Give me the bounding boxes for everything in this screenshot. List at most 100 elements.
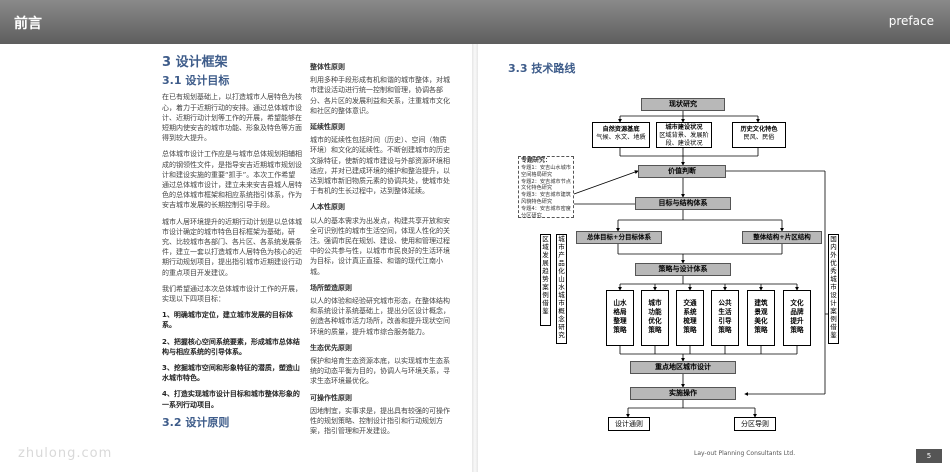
side-note-char: 水: [558, 283, 565, 291]
side-note-char: 城: [830, 275, 837, 283]
flow-node-history: 历史文化特色 民风、民俗: [732, 122, 786, 148]
side-note-char: 例: [830, 315, 837, 323]
principle-text: 以人的体验和经验研究城市形态，在整体结构和系统设计系统基础上，提出分区设计概念，…: [310, 297, 450, 336]
goal-para-3: 城市人居环境提升的近期行动计划是以总体城市设计确定的城市特色目标框架为基础，研究…: [162, 217, 302, 277]
flowchart-connectors: [573, 110, 828, 418]
watermark: zhulong.com: [18, 446, 113, 461]
strategy-box: 山水格局整理策略: [606, 290, 634, 346]
side-note-char: 产: [558, 251, 565, 259]
footer: Lay-out Planning Consultants Ltd. 5: [0, 442, 950, 472]
side-note-concept: 城 市 产 品 化 山 水 城 市 概 念 研 究: [556, 234, 567, 344]
flow-node-goal-system: 总体目标+分目标体系: [576, 231, 662, 244]
goal-item-2: 2、把握核心空间系统要素，形成城市总体结构与相应系统的引导体系。: [162, 337, 300, 356]
flow-node-key-area: 重点地区城市设计: [630, 361, 736, 374]
goal-para-4: 我们希望通过本次总体城市设计工作的开展，实现以下四项目标：: [162, 284, 302, 304]
flow-node-natural-sub: 气候、水文、地质: [596, 134, 646, 141]
strategy-box: 交通系统梳理策略: [676, 290, 704, 346]
goal-item-3: 3、挖掘城市空间和形象特征的潜质，塑造山水城市特色。: [162, 364, 300, 383]
side-note-char: 发: [542, 251, 549, 259]
flow-node-general-rules: 设计通则: [608, 417, 650, 431]
side-note-char: 优: [830, 259, 837, 267]
left-column: 3 设计框架 3.1 设计目标 在已有规划基础上，以打造城市人居特色为核心，着力…: [162, 55, 302, 429]
strategy-box: 文化品牌提升策略: [783, 290, 811, 346]
flow-node-natural: 自然资源基底 气候、水文、地质: [592, 122, 650, 148]
side-note-char: 国: [830, 235, 837, 243]
side-note-char: 究: [558, 331, 565, 339]
special-study-item: 专题4：安吉城市密度分区研究: [521, 205, 571, 219]
special-study-item: 专题1：安吉山水城市空间格局研究: [521, 165, 571, 178]
strategy-box: 公共生活引导策略: [711, 290, 739, 346]
side-note-char: 展: [542, 259, 549, 267]
side-note-char: 秀: [830, 267, 837, 275]
section-title-en: preface: [888, 14, 934, 28]
side-note-char: 域: [542, 243, 549, 251]
header-bar: 前言 preface: [0, 0, 950, 44]
flow-node-implementation: 实施操作: [630, 387, 736, 400]
side-note-char: 设: [830, 291, 837, 299]
side-note-char: 市: [830, 283, 837, 291]
flow-node-natural-title: 自然资源基底: [602, 126, 640, 133]
principle-title: 生态优先原则: [310, 343, 352, 352]
side-note-char: 势: [542, 275, 549, 283]
page-number: 5: [916, 449, 942, 463]
side-note-regional: 区 域 发 展 趋 势 案 例 借 鉴: [540, 234, 551, 326]
goal-para-2: 总体城市设计工作应是与城市总体规划相辅相成的钢领性文件，是指导安吉近期城市规划设…: [162, 150, 302, 210]
side-note-char: 借: [830, 323, 837, 331]
principle-text: 保护和培育生态资源本底，以实现城市生态系统的动态平衡为目的，协调人与环境关系，寻…: [310, 357, 450, 386]
side-note-char: 念: [558, 315, 565, 323]
side-note-char: 鉴: [830, 331, 837, 339]
side-note-char: 借: [542, 299, 549, 307]
flow-node-current-study: 现状研究: [641, 98, 725, 111]
flow-node-history-title: 历史文化特色: [740, 126, 778, 133]
special-study-item: 专题3：安吉城市建筑风貌特色研究: [521, 192, 571, 205]
side-note-char: 案: [830, 307, 837, 315]
company-name: Lay-out Planning Consultants Ltd.: [694, 450, 796, 457]
side-note-char: 品: [558, 259, 565, 267]
page-gutter: [472, 44, 478, 472]
side-note-cases: 国 内 外 优 秀 城 市 设 计 案 例 借 鉴: [828, 234, 839, 344]
flow-node-urban-sub: 区域背景、发展阶段、建设状况: [659, 132, 709, 147]
flow-node-value: 价值判断: [638, 165, 726, 178]
side-note-char: 山: [558, 275, 565, 283]
side-note-char: 案: [542, 283, 549, 291]
principle-text: 利用多种手段形成有机和谐的城市整体，对城市建设活动进行统一控制和管理，协调各部分…: [310, 76, 450, 115]
section-title: 前言: [14, 16, 42, 32]
flow-node-history-sub: 民风、民俗: [743, 134, 775, 141]
side-note-char: 概: [558, 307, 565, 315]
flow-node-urban: 城市建设状况 区域背景、发展阶段、建设状况: [656, 122, 712, 148]
tech-route-heading: 3.3 技术路线: [508, 62, 576, 75]
principle-title: 延续性原则: [310, 123, 345, 132]
principle-title: 整体性原则: [310, 63, 345, 71]
flow-node-urban-title: 城市建设状况: [665, 124, 703, 131]
flow-node-structure: 整体结构+片区结构: [742, 231, 822, 244]
strategy-box: 建筑景观美化策略: [747, 290, 775, 346]
side-note-char: 化: [558, 267, 565, 275]
goal-heading: 3.1 设计目标: [162, 74, 230, 88]
principle-heading: 3.2 设计原则: [162, 415, 230, 429]
goal-item-1: 1、明确城市定位，建立城市发展的目标体系。: [162, 311, 293, 330]
side-note-char: 外: [830, 251, 837, 259]
principle-text: 以人的基本需求为出发点，构建共享开放和安全可识别性的城市生活空间，体现人性化的关…: [310, 216, 450, 276]
side-note-char: 鉴: [542, 307, 549, 315]
side-note-char: 例: [542, 291, 549, 299]
strategy-box: 城市功能优化策略: [641, 290, 669, 346]
side-note-char: 城: [558, 235, 565, 243]
side-note-char: 区: [542, 235, 549, 243]
side-note-char: 市: [558, 299, 565, 307]
special-studies-group: 专题研究： 专题1：安吉山水城市空间格局研究 专题2：安吉城市节点文化特色研究 …: [518, 156, 574, 219]
principle-title: 场所塑造原则: [310, 283, 352, 292]
principle-text: 城市的延续性包括时间（历史）、空间（物质环境）和文化的延续性。不断创建城市的历史…: [310, 136, 450, 196]
principle-title: 可操作性原则: [310, 393, 352, 402]
special-study-item: 专题2：安吉城市节点文化特色研究: [521, 178, 571, 192]
flow-node-goal-structure: 目标与结构体系: [635, 197, 731, 210]
principle-text: 因地制宜，实事求是，提出具有较强的可操作性的规划策略、控制设计指引和行动规划方案…: [310, 406, 450, 436]
framework-heading: 3 设计框架: [162, 55, 228, 70]
side-note-char: 趋: [542, 267, 549, 275]
goal-item-4: 4、打造实现城市设计目标和城市整体形象的一系列行动项目。: [162, 390, 300, 409]
principle-title: 人本性原则: [310, 203, 345, 212]
side-note-char: 市: [558, 243, 565, 251]
flow-node-strategy: 策略与设计体系: [635, 263, 731, 276]
principles-column: 整体性原则 利用多种手段形成有机和谐的城市整体，对城市建设活动进行统一控制和管理…: [310, 58, 452, 443]
side-note-char: 城: [558, 291, 565, 299]
goal-para-1: 在已有规划基础上，以打造城市人居特色为核心，着力于近期行动的安排。通过总体城市设…: [162, 93, 302, 143]
